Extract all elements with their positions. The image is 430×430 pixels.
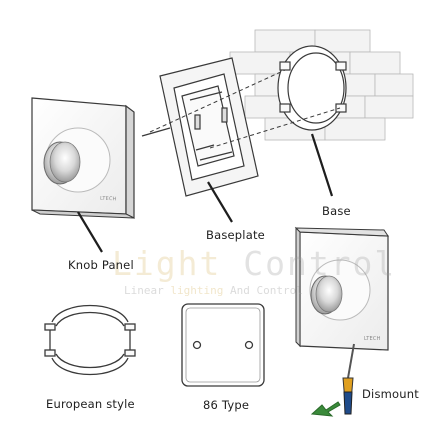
baseplate-frame [159,57,259,197]
screws [141,127,215,151]
leader-lines [77,133,334,253]
label-dismount: Dismount [362,387,419,401]
panel-brand-small: LTECH [364,336,381,342]
label-baseplate: Baseplate [206,228,265,242]
panel-brand-large: LTECH [99,195,117,203]
watermark-subtitle-linear: Linear [124,284,164,297]
knob-panel-small [294,226,389,351]
watermark-title-control: Control [243,244,397,283]
watermark-title-light: Light [112,244,222,283]
label-86-type: 86 Type [203,398,250,412]
base-box [277,45,347,131]
label-knob-panel: Knob Panel [68,258,134,272]
knob-panel-large [31,97,135,219]
label-european-style: European style [46,397,135,411]
type-86-plate [181,303,265,387]
european-style-bracket [44,304,136,376]
watermark-title: Light Control [112,244,396,283]
dismount-arrow [310,401,341,417]
label-base: Base [322,204,351,218]
watermark-subtitle-control: And Control [229,284,303,297]
screwdriver [342,343,355,415]
alignment-lines [149,69,341,149]
watermark-subtitle: Linear lighting And Control [124,284,303,297]
watermark-subtitle-lighting: lighting [170,284,224,297]
